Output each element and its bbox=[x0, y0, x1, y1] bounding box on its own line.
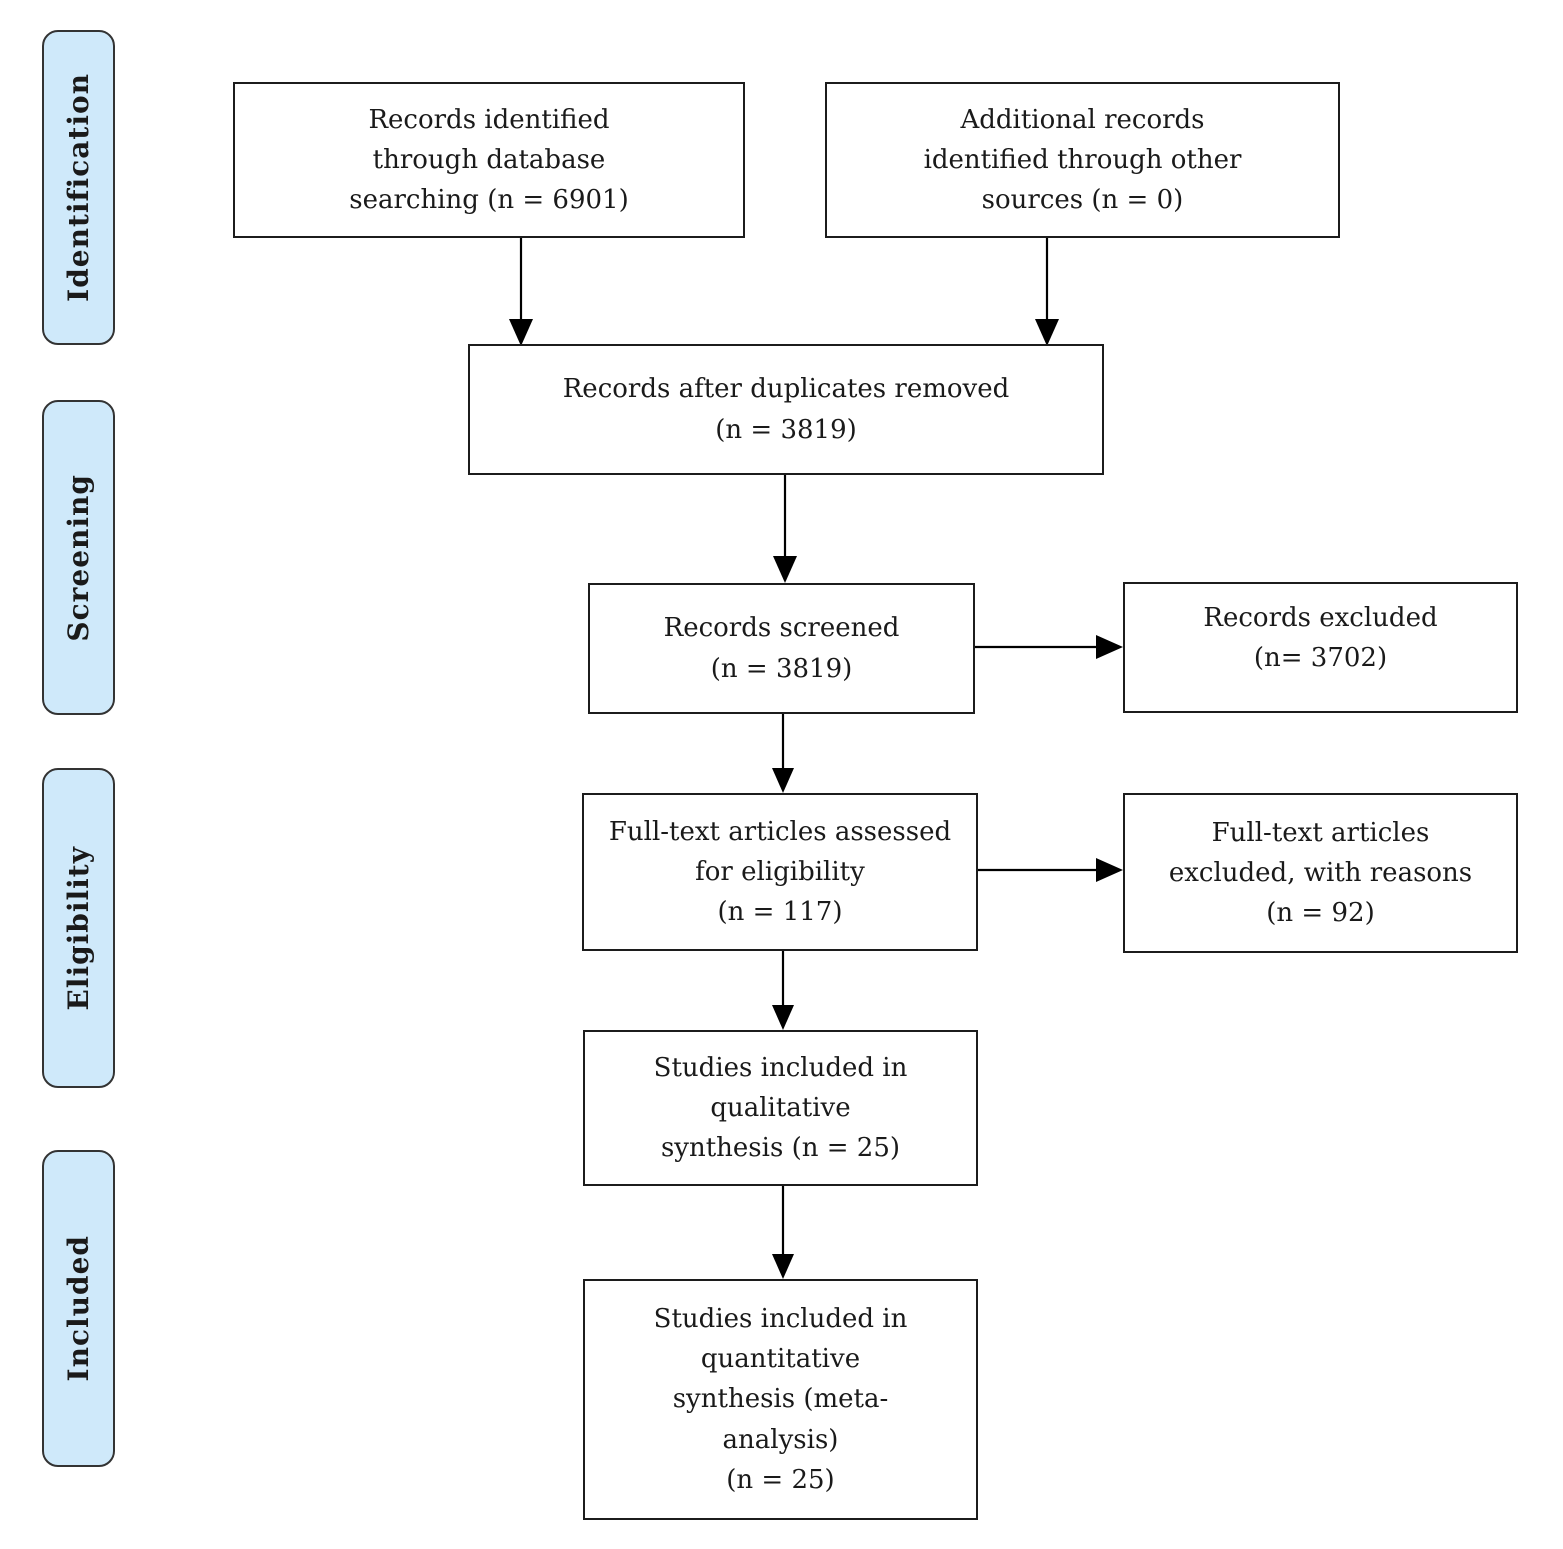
box-fulltext-excluded-text: Full-text articles excluded, with reason… bbox=[1168, 817, 1473, 929]
box-qualitative-synthesis-text: Studies included in qualitative synthesi… bbox=[653, 1052, 908, 1164]
box-quantitative-synthesis-text: Studies included in quantitative synthes… bbox=[653, 1303, 908, 1495]
stage-eligibility: Eligibility bbox=[42, 768, 115, 1088]
stage-included: Included bbox=[42, 1150, 115, 1467]
stage-screening-label: Screening bbox=[62, 473, 95, 642]
arrowhead-screened-to-excluded bbox=[1096, 635, 1123, 659]
stage-screening: Screening bbox=[42, 400, 115, 715]
arrowhead-fulltext-to-excluded bbox=[1096, 858, 1123, 882]
box-additional-records: Additional records identified through ot… bbox=[825, 82, 1340, 238]
arrowhead-additional-to-duplicates bbox=[1035, 319, 1059, 346]
arrowhead-duplicates-to-screened bbox=[773, 556, 797, 583]
box-records-excluded-text: Records excluded (n= 3702) bbox=[1203, 603, 1438, 674]
box-records-identified: Records identified through database sear… bbox=[233, 82, 745, 238]
box-qualitative-synthesis: Studies included in qualitative synthesi… bbox=[583, 1030, 978, 1186]
arrowhead-qualitative-to-quantitative bbox=[772, 1254, 794, 1279]
box-after-duplicates: Records after duplicates removed (n = 38… bbox=[468, 344, 1104, 475]
box-after-duplicates-text: Records after duplicates removed (n = 38… bbox=[562, 374, 1010, 445]
box-additional-records-text: Additional records identified through ot… bbox=[923, 104, 1242, 216]
box-fulltext-assessed: Full-text articles assessed for eligibil… bbox=[582, 793, 978, 951]
box-records-screened: Records screened (n = 3819) bbox=[588, 583, 975, 714]
arrowhead-screened-to-fulltext bbox=[772, 768, 794, 793]
stage-eligibility-label: Eligibility bbox=[62, 845, 95, 1011]
arrowhead-identified-to-duplicates bbox=[509, 319, 533, 346]
box-records-excluded: Records excluded (n= 3702) bbox=[1123, 582, 1518, 713]
box-quantitative-synthesis: Studies included in quantitative synthes… bbox=[583, 1279, 978, 1520]
stage-identification-label: Identification bbox=[62, 73, 95, 302]
box-fulltext-excluded: Full-text articles excluded, with reason… bbox=[1123, 793, 1518, 953]
box-records-identified-text: Records identified through database sear… bbox=[349, 104, 629, 216]
box-records-screened-text: Records screened (n = 3819) bbox=[663, 613, 900, 684]
box-fulltext-assessed-text: Full-text articles assessed for eligibil… bbox=[608, 816, 952, 928]
stage-included-label: Included bbox=[62, 1235, 95, 1382]
stage-identification: Identification bbox=[42, 30, 115, 345]
arrowhead-fulltext-to-qualitative bbox=[772, 1005, 794, 1030]
